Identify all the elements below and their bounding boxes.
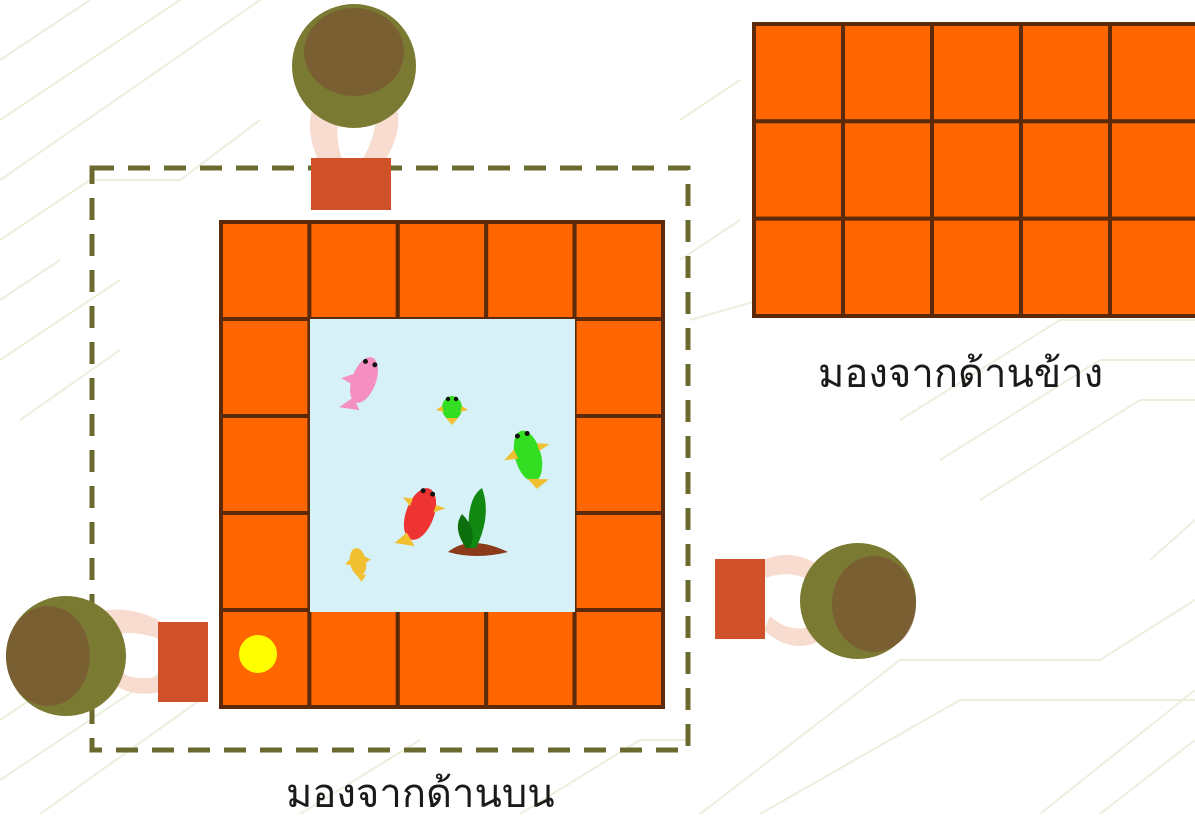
- tile: [398, 222, 486, 319]
- tile: [754, 24, 843, 121]
- tile: [221, 222, 309, 319]
- tile: [754, 219, 843, 316]
- tile: [221, 416, 309, 513]
- top-view-pond: [221, 222, 663, 707]
- box: [715, 559, 765, 639]
- box: [158, 622, 208, 702]
- tile: [575, 319, 663, 416]
- tile: [754, 121, 843, 218]
- yellow-marker: [239, 635, 277, 673]
- tile: [486, 222, 574, 319]
- tile: [843, 24, 932, 121]
- tile: [843, 121, 932, 218]
- tile: [932, 219, 1021, 316]
- person-right: [715, 543, 916, 659]
- tile: [575, 610, 663, 707]
- tile: [1110, 24, 1195, 121]
- top-view-caption: มองจากด้านบน: [286, 770, 555, 818]
- tile: [1110, 219, 1195, 316]
- tile: [932, 121, 1021, 218]
- side-view-caption: มองจากด้านข้าง: [818, 350, 1103, 398]
- tile: [309, 222, 397, 319]
- tile: [221, 319, 309, 416]
- tile: [486, 610, 574, 707]
- tile: [843, 219, 932, 316]
- tile: [1110, 121, 1195, 218]
- box: [311, 158, 391, 210]
- tile: [221, 513, 309, 610]
- tile: [575, 416, 663, 513]
- tile: [932, 24, 1021, 121]
- tile: [575, 222, 663, 319]
- tile: [1021, 24, 1110, 121]
- tile: [1021, 219, 1110, 316]
- tile: [398, 610, 486, 707]
- person-left: [6, 596, 208, 716]
- tile: [575, 513, 663, 610]
- person-top: [292, 4, 416, 210]
- tile: [309, 610, 397, 707]
- side-view-tiles: [754, 24, 1195, 316]
- tile: [1021, 121, 1110, 218]
